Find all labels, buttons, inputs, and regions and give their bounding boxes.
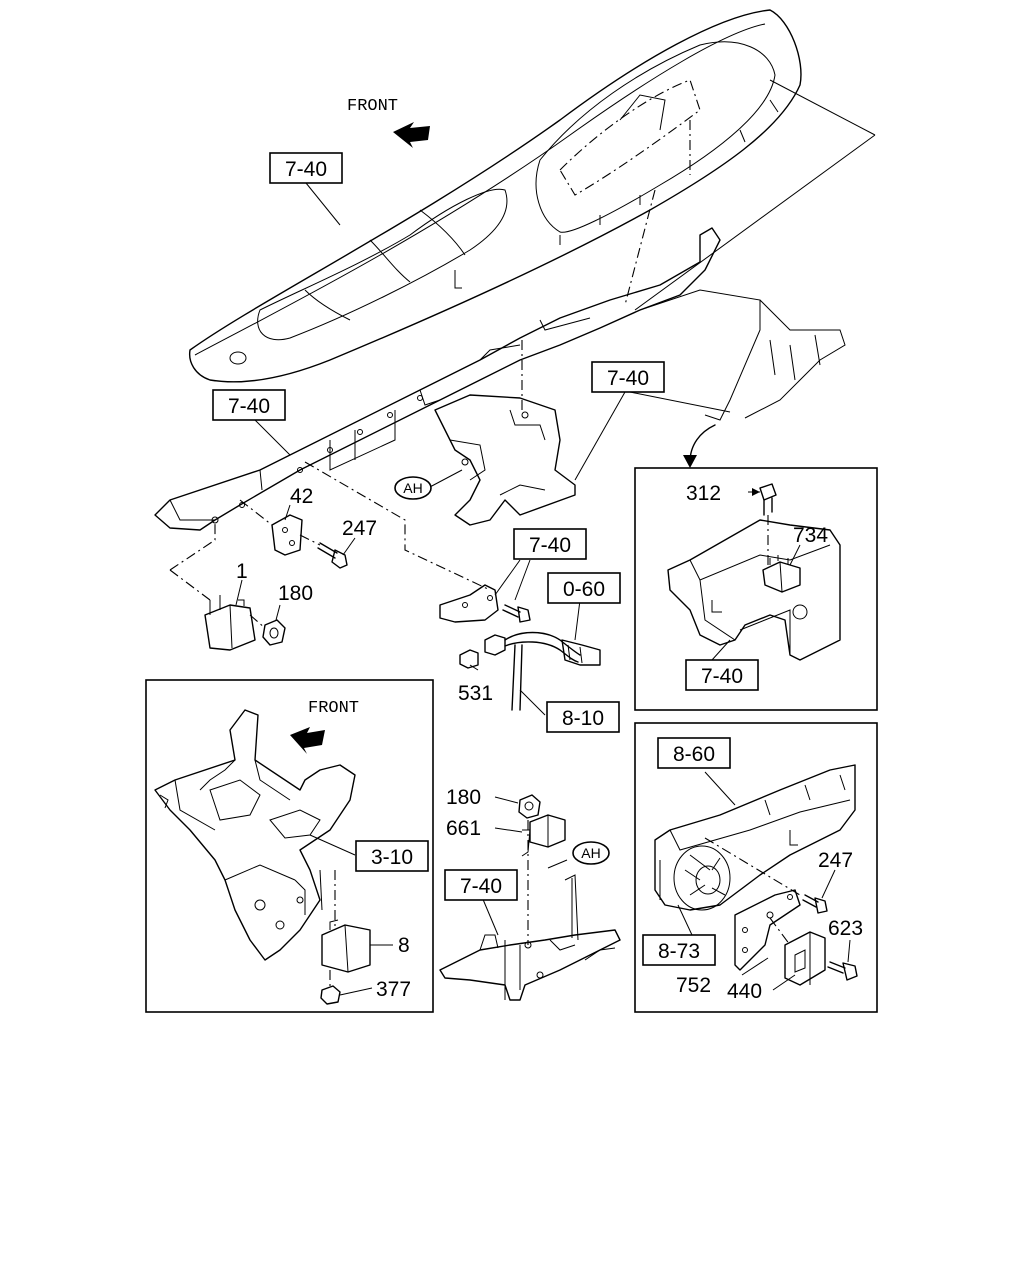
- detail-box-bottom-left: [145, 679, 434, 1013]
- part-number-312: 312: [686, 482, 721, 505]
- part-180-nut-lower: [518, 794, 541, 819]
- part-number-440: 440: [727, 980, 762, 1003]
- part-number-734: 734: [793, 524, 828, 547]
- part-number-42: 42: [290, 485, 313, 508]
- ref-box-7-40-middle: 7-40: [529, 534, 571, 557]
- relay-bracket: [667, 519, 841, 661]
- ref-box-7-40-lower: 7-40: [460, 875, 502, 898]
- part-180-nut: [262, 619, 286, 646]
- ref-box-8-73: 8-73: [658, 940, 700, 963]
- part-440-switch: [784, 931, 826, 986]
- part-377-nut: [320, 985, 341, 1005]
- part-number-1: 1: [236, 560, 248, 583]
- front-arrow-icon: [290, 727, 325, 754]
- ref-box-7-40-relay: 7-40: [701, 665, 743, 688]
- floor-bracket: [154, 709, 356, 961]
- part-number-247-lower: 247: [818, 849, 853, 872]
- connector-ah-lower: AH: [581, 845, 600, 861]
- ref-box-7-40-center: 7-40: [607, 367, 649, 390]
- part-number-8: 8: [398, 934, 410, 957]
- wiring-harness: [459, 631, 601, 711]
- ref-box-3-10: 3-10: [371, 846, 413, 869]
- blower-housing: [654, 764, 856, 911]
- middle-bracket: [439, 584, 499, 623]
- part-number-531: 531: [458, 682, 493, 705]
- detail-box-relay: [634, 467, 878, 711]
- front-label-detail: FRONT: [308, 699, 359, 718]
- ref-box-7-40-beam: 7-40: [228, 395, 270, 418]
- part-247-bolt-lower: [802, 894, 828, 914]
- front-arrow-icon: [393, 122, 430, 148]
- part-8-unit: [321, 919, 371, 973]
- ref-box-0-60: 0-60: [563, 578, 605, 601]
- part-247-bolt: [317, 542, 348, 569]
- part-42-bracket: [271, 514, 303, 556]
- middle-bolt: [502, 604, 531, 623]
- part-661-module: [521, 814, 566, 857]
- part-312-bolt: [759, 483, 777, 516]
- ref-box-8-60: 8-60: [673, 743, 715, 766]
- detail-box-bottom-right: [634, 722, 878, 1013]
- part-number-247: 247: [342, 517, 377, 540]
- front-label-top: FRONT: [347, 97, 398, 116]
- part-number-180-lower: 180: [446, 786, 481, 809]
- ref-box-8-10: 8-10: [562, 707, 604, 730]
- part-number-752: 752: [676, 974, 711, 997]
- part-752-plate: [734, 889, 801, 971]
- part-1-module: [204, 595, 256, 651]
- connector-ah-upper: AH: [403, 480, 422, 496]
- part-623-bolt: [827, 961, 858, 981]
- part-734-relay: [762, 555, 801, 593]
- part-number-623: 623: [828, 917, 863, 940]
- part-number-377: 377: [376, 978, 411, 1001]
- ref-box-7-40-top: 7-40: [285, 158, 327, 181]
- instrument-panel: [188, 9, 802, 383]
- part-number-180: 180: [278, 582, 313, 605]
- lower-floor-bracket: [439, 874, 621, 1001]
- center-bracket: [434, 394, 576, 526]
- cross-car-beam: [154, 227, 846, 531]
- part-number-661: 661: [446, 817, 481, 840]
